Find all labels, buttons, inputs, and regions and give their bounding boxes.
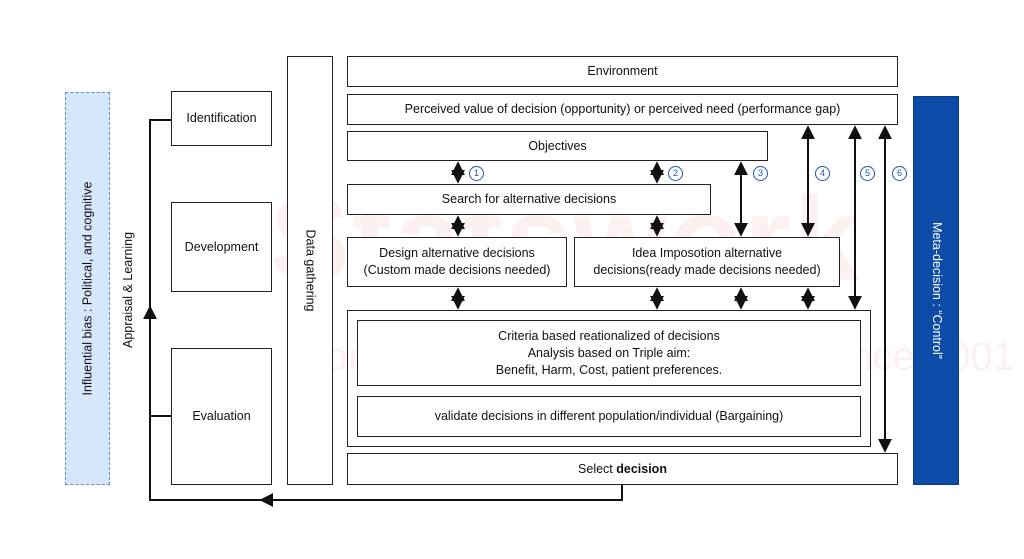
- design-line-1: Design alternative decisions: [379, 246, 535, 260]
- idea-line-1: Idea Imposotion alternative: [631, 246, 783, 260]
- criteria-box: Criteria based reationalized of decision…: [357, 320, 861, 386]
- select-decision-label: Select decision: [578, 461, 667, 476]
- meta-decision-bar: Meta-decision : “Control”: [913, 96, 959, 485]
- validate-box: validate decisions in different populati…: [357, 396, 861, 437]
- evaluation-label: Evaluation: [192, 409, 251, 423]
- influential-bias-bar: Influential bias : Political, and cognit…: [65, 92, 110, 485]
- validate-label: validate decisions in different populati…: [434, 409, 784, 423]
- criteria-line-1: Criteria based reationalized of decision…: [498, 328, 720, 343]
- development-box: Development: [171, 202, 272, 292]
- development-label: Development: [184, 239, 259, 254]
- marker-3: 3: [753, 166, 768, 181]
- idea-line-2: decisions(ready made decisions needed): [593, 263, 821, 277]
- search-alternatives-box: Search for alternative decisions: [347, 184, 711, 215]
- design-line-2: (Custom made decisions needed): [363, 263, 551, 277]
- environment-box: Environment: [347, 56, 898, 87]
- evaluation-box: Evaluation: [171, 348, 272, 485]
- select-decision-box: Select decision: [347, 453, 898, 485]
- design-alternatives-box: Design alternative decisions (Custom mad…: [347, 237, 567, 287]
- perceived-value-box: Perceived value of decision (opportunity…: [347, 94, 898, 125]
- identification-label: Identification: [186, 111, 257, 125]
- search-alternatives-label: Search for alternative decisions: [441, 192, 617, 206]
- idea-imposition-box: Idea Imposotion alternative decisions(re…: [574, 237, 840, 287]
- data-gathering-box: Data gathering: [287, 56, 333, 485]
- identification-box: Identification: [171, 91, 272, 146]
- objectives-box: Objectives: [347, 131, 768, 161]
- marker-4: 4: [815, 166, 830, 181]
- environment-label: Environment: [587, 64, 658, 78]
- perceived-value-label: Perceived value of decision (opportunity…: [404, 102, 841, 116]
- analysis-container: [347, 310, 871, 447]
- marker-2: 2: [668, 166, 683, 181]
- marker-1: 1: [469, 166, 484, 181]
- criteria-line-3: Benefit, Harm, Cost, patient preferences…: [495, 362, 723, 377]
- criteria-line-2: Analysis based on Triple aim:: [527, 345, 691, 360]
- feedback-loop-line: [149, 119, 623, 501]
- objectives-label: Objectives: [528, 138, 587, 153]
- marker-6: 6: [892, 166, 907, 181]
